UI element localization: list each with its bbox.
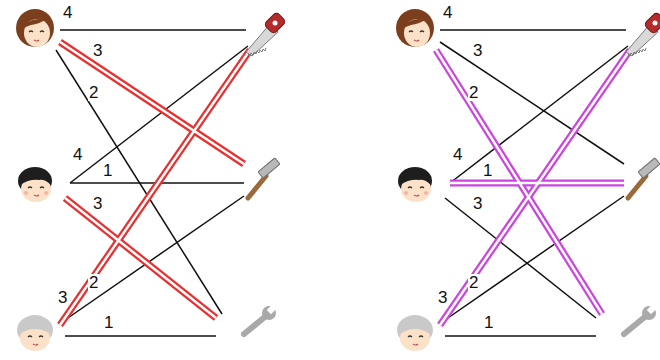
edge-weight: 2 xyxy=(468,84,479,101)
edge-weight: 3 xyxy=(472,195,483,212)
edge-weight: 3 xyxy=(57,289,68,306)
edge-weight: 3 xyxy=(92,42,103,59)
edge-weight: 3 xyxy=(92,195,103,212)
edge-weight: 1 xyxy=(482,162,493,179)
edge-weight: 2 xyxy=(88,84,99,101)
edge-weight: 2 xyxy=(468,274,479,291)
edge-weight: 4 xyxy=(442,4,453,21)
edge-weight: 2 xyxy=(88,274,99,291)
edge-weight: 4 xyxy=(72,146,83,163)
edge-weight: 1 xyxy=(102,162,113,179)
edge-weight: 4 xyxy=(452,146,463,163)
edge-weight: 3 xyxy=(472,42,483,59)
edge-weight: 3 xyxy=(437,289,448,306)
edge-weight: 1 xyxy=(103,314,114,331)
edge-weight: 4 xyxy=(62,4,73,21)
edge-weight: 1 xyxy=(483,314,494,331)
